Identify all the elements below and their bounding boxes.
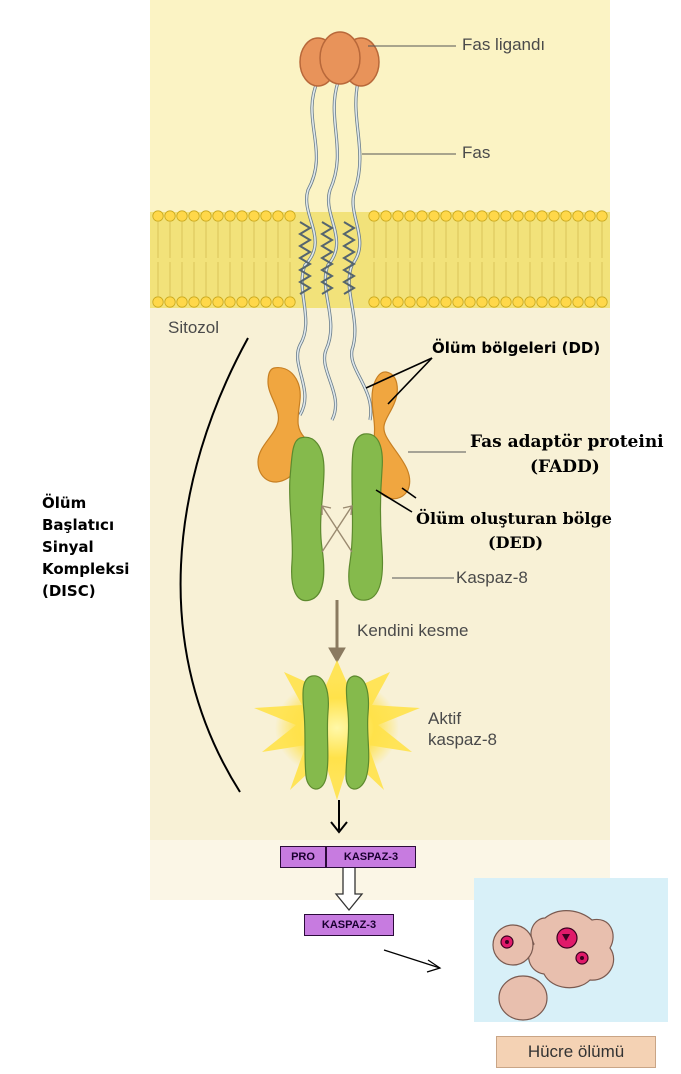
disc-label-line: Ölüm: [42, 492, 129, 514]
caspase3-box: KASPAZ-3: [304, 914, 394, 936]
lipid-head: [477, 297, 487, 307]
lipid-head: [429, 211, 439, 221]
lipid-head: [393, 297, 403, 307]
lipid-head: [549, 211, 559, 221]
active-caspase8-label-line1: Aktif: [428, 709, 461, 729]
lipid-head: [213, 211, 223, 221]
ded-label-line1: Ölüm oluşturan bölge: [416, 510, 612, 528]
lipid-head: [585, 211, 595, 221]
lipid-head: [537, 211, 547, 221]
lipid-head: [417, 297, 427, 307]
lipid-head: [249, 297, 259, 307]
active-caspase8-right: [346, 676, 369, 789]
lipid-head: [189, 297, 199, 307]
lipid-head: [177, 211, 187, 221]
lipid-head: [225, 211, 235, 221]
lipid-head: [237, 297, 247, 307]
lipid-head: [525, 297, 535, 307]
lipid-head: [273, 297, 283, 307]
pro-domain-box: PRO: [280, 846, 326, 868]
lipid-head: [393, 211, 403, 221]
lipid-head: [201, 297, 211, 307]
self-cleavage-label: Kendini kesme: [357, 621, 469, 641]
lipid-head: [417, 211, 427, 221]
cytosol-label: Sitozol: [168, 318, 219, 338]
fadd-label-line2: (FADD): [530, 458, 600, 478]
caspase8-label: Kaspaz-8: [456, 568, 528, 588]
lipid-head: [249, 211, 259, 221]
lipid-head: [561, 297, 571, 307]
cell-membrane: [150, 211, 610, 308]
disc-label: Ölüm Başlatıcı Sinyal Kompleksi (DISC): [42, 492, 129, 602]
lipid-head: [189, 211, 199, 221]
lipid-head: [441, 211, 451, 221]
fadd-label-line1: Fas adaptör proteini: [470, 433, 664, 453]
lipid-head: [501, 211, 511, 221]
lipid-head: [525, 211, 535, 221]
lipid-head: [477, 211, 487, 221]
lipid-head: [177, 297, 187, 307]
caspase8-right: [349, 434, 383, 600]
lipid-head: [513, 211, 523, 221]
extracellular-region: [150, 0, 610, 212]
active-caspase8-left: [303, 676, 328, 789]
lipid-head: [369, 297, 379, 307]
lipid-head: [165, 297, 175, 307]
fas-label: Fas: [462, 143, 490, 163]
cell-death-panel: [474, 878, 668, 1022]
lipid-head: [513, 297, 523, 307]
lipid-head: [153, 297, 163, 307]
fas-ligand: [300, 32, 379, 86]
lipid-head: [261, 297, 271, 307]
lipid-head: [597, 211, 607, 221]
caspase8-left: [290, 437, 324, 600]
lipid-head: [285, 211, 295, 221]
lipid-head: [489, 211, 499, 221]
lipid-head: [225, 297, 235, 307]
lipid-head: [273, 211, 283, 221]
lipid-head: [213, 297, 223, 307]
lipid-head: [285, 297, 295, 307]
disc-label-line: (DISC): [42, 580, 129, 602]
active-caspase8-label-line2: kaspaz-8: [428, 730, 497, 750]
lipid-head: [573, 211, 583, 221]
lipid-head: [465, 297, 475, 307]
arrow-to-cell-death: [384, 950, 440, 972]
lipid-head: [441, 297, 451, 307]
lipid-head: [261, 211, 271, 221]
apoptotic-body: [493, 925, 533, 965]
lipid-head: [405, 211, 415, 221]
lipid-head: [453, 297, 463, 307]
ded-label-line2: (DED): [488, 534, 543, 552]
lipid-head: [429, 297, 439, 307]
fas-ligand-label: Fas ligandı: [462, 35, 545, 55]
lipid-head: [237, 211, 247, 221]
apoptotic-body: [499, 976, 547, 1020]
lipid-head: [489, 297, 499, 307]
lipid-head: [405, 297, 415, 307]
lipid-head: [381, 211, 391, 221]
lipid-head: [465, 211, 475, 221]
lipid-head: [549, 297, 559, 307]
lipid-head: [369, 211, 379, 221]
lipid-head: [153, 211, 163, 221]
lipid-head: [165, 211, 175, 221]
lipid-head: [585, 297, 595, 307]
disc-label-line: Kompleksi: [42, 558, 129, 580]
disc-label-line: Başlatıcı: [42, 514, 129, 536]
lipid-head: [201, 211, 211, 221]
disc-label-line: Sinyal: [42, 536, 129, 558]
procaspase3-box: KASPAZ-3: [326, 846, 416, 868]
lipid-head: [561, 211, 571, 221]
death-domains-label: Ölüm bölgeleri (DD): [432, 340, 600, 357]
lipid-head: [453, 211, 463, 221]
lipid-head: [501, 297, 511, 307]
lipid-head: [381, 297, 391, 307]
lipid-head: [597, 297, 607, 307]
lipid-head: [537, 297, 547, 307]
cell-death-label: Hücre ölümü: [496, 1036, 656, 1068]
lipid-head: [573, 297, 583, 307]
